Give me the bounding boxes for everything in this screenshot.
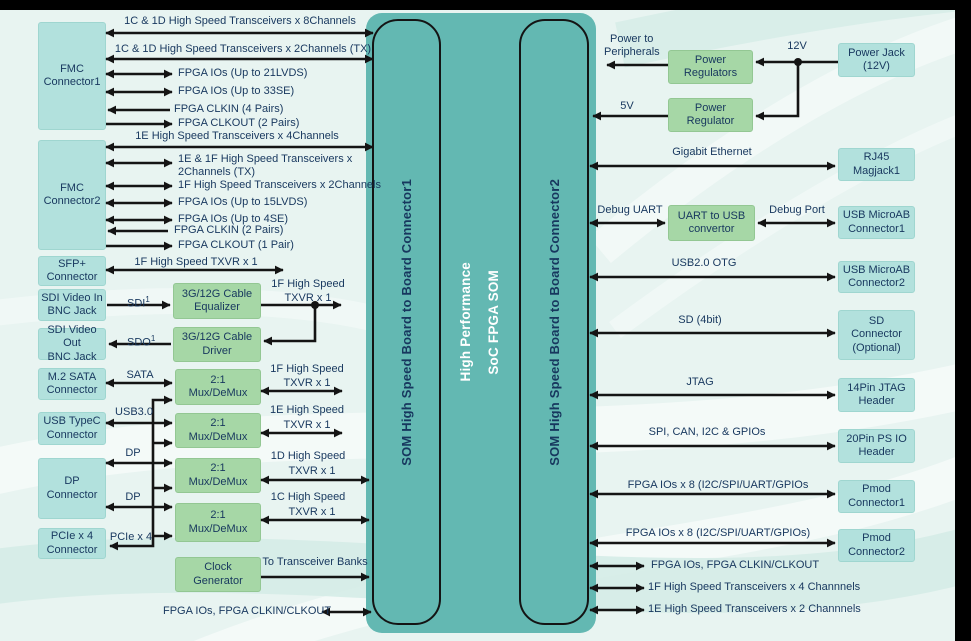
lbl-usb30: USB3.0	[115, 406, 153, 418]
lbl-1c1d-x2-tx: 1C & 1D High Speed Transceivers x 2Chann…	[114, 43, 372, 55]
lbl-mux1-out-line1: 1F High Speed	[270, 363, 344, 375]
right-black-bar	[955, 0, 971, 641]
lbl-sd-4bit: SD (4bit)	[678, 314, 722, 326]
lbl-1c1d-x8: 1C & 1D High Speed Transceivers x 8Chann…	[124, 15, 356, 27]
lbl-mux2-out-line2: TXVR x 1	[283, 419, 331, 431]
lbl-fpga-clkout-1pair: FPGA CLKOUT (1 Pair)	[178, 239, 294, 251]
ar-equalizer-to-driver	[263, 305, 317, 346]
lbl-fpga-clkout-2pairs: FPGA CLKOUT (2 Pairs)	[178, 117, 300, 129]
board-to-board-connector2: SOM High Speed Board to Board Connector2	[519, 19, 589, 625]
lbl-power-to-line1: Power to	[610, 33, 654, 45]
lbl-1e1f-x2-line2: 2Channels (TX)	[178, 166, 256, 178]
lbl-fpga-clk-left: FPGA IOs, FPGA CLKIN/CLKOUT	[163, 605, 332, 617]
lbl-eq-out-line1: 1F High Speed	[271, 278, 345, 290]
lbl-fpga-clkin-2pairs: FPGA CLKIN (2 Pairs)	[174, 224, 284, 236]
lbl-fpga-ios-x8-1: FPGA IOs x 8 (I2C/SPI/UART/GPIOs	[627, 479, 809, 491]
lbl-mux4-out-line2: TXVR x 1	[288, 506, 336, 518]
lbl-mux3-out-line2: TXVR x 1	[288, 465, 336, 477]
lbl-12v: 12V	[787, 40, 807, 52]
ar-pcie-bus	[109, 395, 173, 551]
lbl-fpga-ios-21lvds: FPGA IOs (Up to 21LVDS)	[178, 67, 308, 79]
lbl-1f-x4-channels: 1F High Speed Transceivers x 4 Channnels	[648, 581, 861, 593]
lbl-mux3-out-line1: 1D High Speed	[270, 450, 346, 462]
lbl-debug-uart: Debug UART	[597, 204, 663, 216]
box-power-jack: Power Jack(12V)	[838, 43, 915, 77]
soc-fpga-som-block: SOM High Speed Board to Board Connector1…	[366, 13, 596, 633]
lbl-to-transceiver-banks: To Transceiver Banks	[262, 556, 368, 568]
lbl-1f-x2: 1F High Speed Transceivers x 2Channels	[178, 179, 381, 191]
board-to-board-connector1: SOM High Speed Board to Board Connector1	[372, 19, 441, 625]
ar-12v-branch	[755, 62, 800, 121]
lbl-fpga-clkin-4pairs: FPGA CLKIN (4 Pairs)	[174, 103, 284, 115]
lbl-mux4-out-line1: 1C High Speed	[270, 491, 346, 503]
lbl-usb20-otg: USB2.0 OTG	[671, 257, 737, 269]
lbl-eq-out-line2: TXVR x 1	[284, 292, 332, 304]
lbl-spi-can-i2c-gpios: SPI, CAN, I2C & GPIOs	[648, 426, 766, 438]
lbl-fpga-ios-15lvds: FPGA IOs (Up to 15LVDS)	[178, 196, 308, 208]
lbl-gigabit-ethernet: Gigabit Ethernet	[672, 146, 752, 158]
lbl-1e-x2-channels: 1E High Speed Transceivers x 2 Channnels	[648, 603, 861, 615]
lbl-mux2-out-line1: 1E High Speed	[270, 404, 344, 416]
lbl-jtag: JTAG	[686, 376, 714, 388]
lbl-1e-x4: 1E High Speed Transceivers x 4Channels	[135, 130, 339, 142]
lbl-fpga-ios-33se: FPGA IOs (Up to 33SE)	[178, 85, 295, 97]
top-black-bar	[0, 0, 971, 10]
lbl-sfp-txvr: 1F High Speed TXVR x 1	[134, 256, 258, 268]
lbl-fpga-ios-4se: FPGA IOs (Up to 4SE)	[178, 213, 289, 225]
lbl-fpga-clk-right: FPGA IOs, FPGA CLKIN/CLKOUT	[651, 559, 820, 571]
lbl-sdi: SDI1	[127, 295, 150, 310]
lbl-dp1: DP	[125, 447, 141, 459]
lbl-pcie-x4: PCIe x 4	[109, 531, 153, 543]
junction-dot	[794, 58, 802, 66]
lbl-fpga-ios-x8-2: FPGA IOs x 8 (I2C/SPI/UART/GPIOs)	[625, 527, 811, 539]
box-sfp-connector: SFP+Connector	[38, 256, 106, 286]
lbl-dp2: DP	[125, 491, 141, 503]
lbl-debug-port: Debug Port	[769, 204, 825, 216]
lbl-power-to-line2: Peripherals	[604, 46, 660, 58]
lbl-5v: 5V	[620, 100, 634, 112]
lbl-sata: SATA	[126, 369, 154, 381]
lbl-sdo: SDO1	[127, 334, 156, 349]
junction-dot	[311, 301, 319, 309]
lbl-1e1f-x2-line1: 1E & 1F High Speed Transceivers x	[178, 153, 353, 165]
lbl-mux1-out-line2: TXVR x 1	[283, 377, 331, 389]
